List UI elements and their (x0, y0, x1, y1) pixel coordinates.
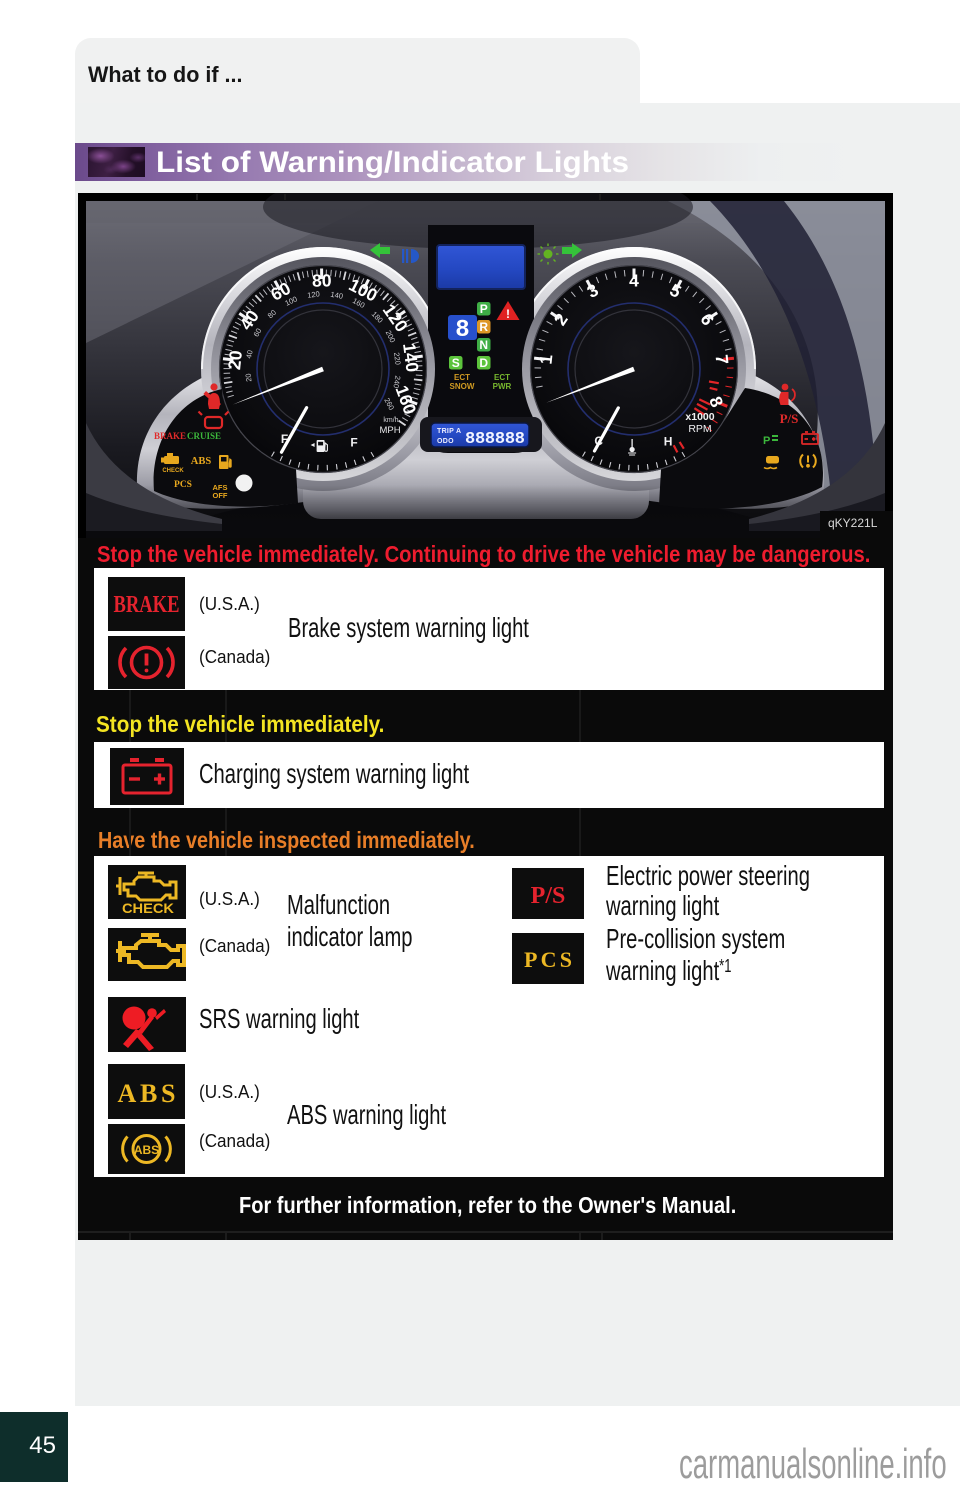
svg-text:ABS: ABS (118, 1079, 176, 1108)
svg-text:TRIP A: TRIP A (437, 428, 461, 435)
svg-text:MPH: MPH (379, 425, 400, 436)
svg-text:SNOW: SNOW (450, 382, 475, 391)
svg-text:F: F (350, 436, 357, 450)
svg-text:888888: 888888 (465, 430, 525, 449)
svg-text:40: 40 (244, 349, 254, 359)
svg-text:CHECK: CHECK (162, 468, 184, 474)
svg-text:ABS: ABS (191, 456, 212, 467)
svg-text:BRAKE: BRAKE (154, 431, 186, 441)
svg-text:ODO: ODO (437, 438, 454, 445)
svg-text:R: R (479, 320, 488, 334)
svg-text:OFF: OFF (213, 491, 228, 500)
svg-text:P: P (763, 435, 770, 447)
svg-text:RPM: RPM (688, 423, 711, 435)
svg-text:20: 20 (224, 349, 246, 371)
svg-text:CHECK: CHECK (122, 901, 174, 916)
svg-text:P/S: P/S (780, 411, 799, 426)
svg-text:8: 8 (455, 317, 469, 344)
svg-text:CRUISE: CRUISE (187, 431, 221, 441)
svg-text:20: 20 (244, 373, 254, 382)
svg-text:P: P (480, 302, 488, 316)
svg-text:120: 120 (307, 289, 321, 300)
svg-text:P/S: P/S (531, 883, 566, 909)
svg-text:qKY221L: qKY221L (828, 516, 878, 530)
svg-text:ABS: ABS (134, 1143, 159, 1157)
svg-text:!: ! (506, 307, 510, 321)
svg-text:x1000: x1000 (685, 411, 714, 423)
svg-text:4: 4 (629, 271, 639, 291)
svg-text:ECT: ECT (454, 373, 470, 382)
svg-text:H: H (664, 434, 673, 448)
svg-text:N: N (479, 338, 488, 352)
svg-text:PCS: PCS (174, 480, 192, 490)
svg-text:PCS: PCS (524, 947, 572, 972)
svg-text:D: D (479, 356, 488, 370)
svg-text:80: 80 (312, 270, 332, 290)
svg-text:220: 220 (392, 352, 403, 366)
svg-text:S: S (452, 356, 460, 370)
svg-text:BRAKE: BRAKE (114, 592, 180, 618)
svg-text:ECT: ECT (494, 373, 510, 382)
svg-text:PWR: PWR (493, 382, 512, 391)
svg-text:km/h: km/h (383, 417, 398, 424)
